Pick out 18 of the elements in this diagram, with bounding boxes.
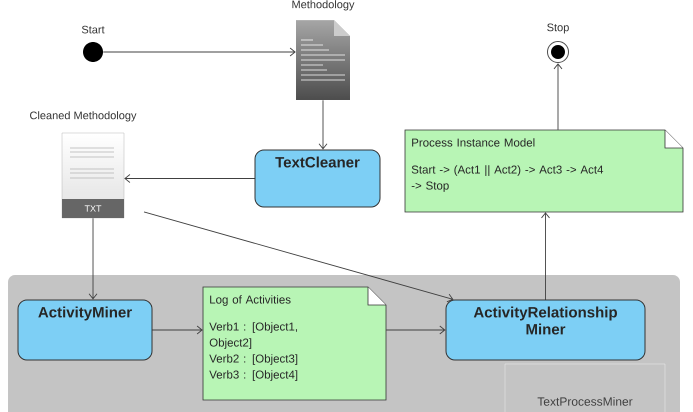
note-box: Process Instance Model Start -> (Act1 || Act2) -> Act3 -> Act4 -> Stop bbox=[404, 130, 684, 212]
arrow bbox=[144, 212, 454, 302]
arrow bbox=[386, 326, 446, 334]
process-box: TextCleaner bbox=[254, 150, 380, 208]
node-label: Start bbox=[82, 26, 105, 34]
process-box: ActivityRelationship Miner bbox=[446, 300, 646, 360]
arrow bbox=[318, 100, 328, 150]
stop-node: Stop bbox=[547, 24, 569, 63]
arrow bbox=[124, 174, 255, 183]
arrow bbox=[88, 218, 98, 300]
process-box: ActivityMiner bbox=[18, 300, 152, 360]
arrow bbox=[152, 326, 203, 334]
arrow bbox=[541, 212, 550, 300]
note-box: Log of Activities Verb1 : [Object1, Object2] Verb2 : [Object3] Verb3 : [Object4] bbox=[202, 286, 386, 400]
arrow bbox=[102, 48, 296, 56]
node-label: Stop bbox=[547, 24, 569, 34]
arrow bbox=[554, 63, 562, 130]
start-node: Start bbox=[82, 26, 105, 62]
